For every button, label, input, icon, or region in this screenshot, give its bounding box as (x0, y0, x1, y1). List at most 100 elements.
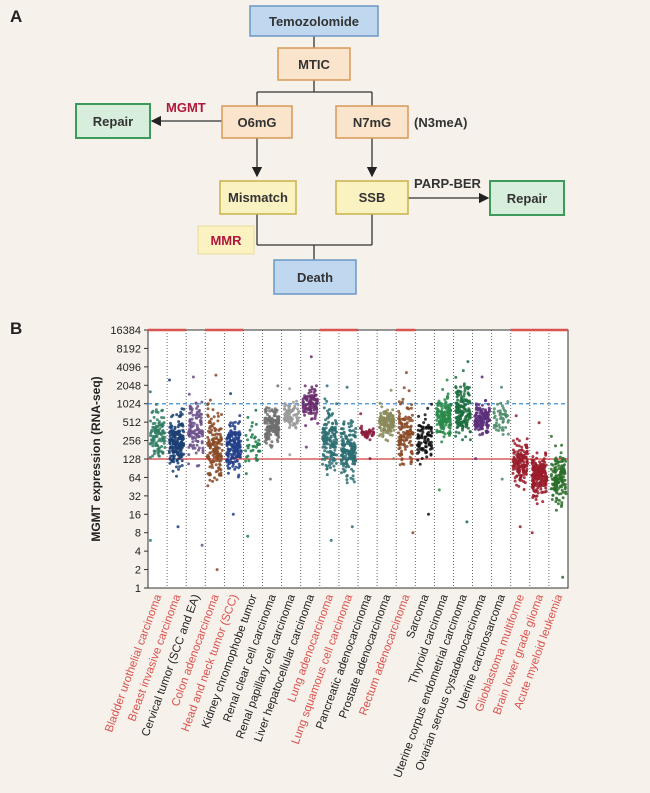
data-point (463, 389, 467, 393)
data-point (206, 455, 210, 459)
data-point (362, 431, 366, 435)
data-point (515, 474, 519, 478)
data-point (167, 449, 171, 453)
data-point (179, 451, 183, 455)
data-point (459, 385, 463, 389)
data-point (523, 456, 527, 460)
data-point (555, 486, 559, 490)
data-point (316, 421, 320, 425)
data-point (215, 446, 219, 450)
node-mmr: MMR (197, 225, 255, 255)
data-point (530, 531, 534, 535)
data-point (217, 473, 221, 477)
data-point (519, 464, 523, 468)
data-point (218, 438, 222, 442)
y-tick-label: 8 (135, 528, 141, 540)
mgmt-label: MGMT (166, 100, 206, 115)
data-point (387, 427, 391, 431)
data-point (155, 418, 159, 422)
data-point (501, 416, 505, 420)
data-point (430, 431, 434, 435)
data-point (151, 409, 155, 413)
data-point (168, 441, 172, 444)
data-point (323, 397, 327, 401)
data-point (154, 444, 158, 448)
data-point (359, 412, 363, 416)
data-point (154, 441, 158, 445)
data-point (226, 459, 230, 463)
data-point (334, 437, 338, 441)
data-point (435, 418, 439, 422)
data-point (475, 417, 479, 421)
data-point (402, 386, 406, 390)
data-point (429, 429, 433, 432)
data-point (519, 474, 523, 478)
data-point (426, 406, 430, 410)
data-point (217, 459, 221, 463)
data-point (182, 430, 186, 434)
data-point (245, 455, 249, 459)
data-point (160, 416, 164, 419)
data-point (492, 426, 496, 430)
data-point (345, 385, 349, 389)
data-point (406, 430, 410, 434)
node-temozolomide: Temozolomide (249, 5, 379, 37)
data-point (304, 403, 308, 407)
data-point (477, 414, 481, 418)
data-point (149, 419, 152, 423)
data-point (351, 453, 355, 457)
data-point (189, 443, 192, 447)
data-point (208, 426, 212, 430)
data-point (229, 439, 233, 443)
data-point (162, 421, 166, 425)
data-point (226, 471, 230, 475)
data-point (537, 484, 541, 488)
data-point (512, 462, 516, 466)
data-point (327, 412, 331, 416)
data-point (331, 412, 335, 416)
data-point (212, 415, 216, 419)
data-point (292, 422, 296, 425)
data-point (187, 392, 191, 396)
data-point (334, 422, 338, 426)
data-point (447, 423, 451, 427)
data-point (345, 481, 349, 485)
data-point (265, 433, 268, 437)
data-point (210, 443, 214, 447)
data-point (397, 400, 401, 404)
data-point (541, 467, 545, 471)
data-point (466, 402, 470, 405)
data-point (301, 399, 305, 403)
data-point (148, 538, 152, 542)
data-point (468, 416, 471, 420)
data-point (442, 414, 446, 418)
data-point (410, 460, 414, 463)
y-tick-label: 16384 (110, 325, 141, 337)
data-point (176, 461, 180, 465)
data-point (216, 469, 219, 473)
data-point (424, 426, 428, 430)
data-point (208, 451, 212, 455)
data-point (405, 421, 409, 425)
data-point (253, 435, 257, 439)
data-point (215, 436, 219, 440)
data-point (345, 435, 349, 439)
data-point (411, 531, 415, 535)
data-point (437, 421, 441, 425)
data-point (557, 467, 561, 471)
data-point (459, 404, 463, 408)
data-point (321, 462, 324, 466)
data-point (244, 449, 248, 453)
data-point (464, 415, 468, 419)
data-point (216, 441, 220, 445)
data-point (309, 417, 313, 421)
data-point (419, 441, 423, 445)
data-point (266, 436, 270, 440)
data-point (342, 422, 346, 426)
data-point (350, 525, 354, 529)
data-point (340, 427, 344, 431)
data-point (315, 401, 318, 404)
data-point (466, 413, 470, 416)
data-point (322, 406, 326, 410)
data-point (239, 439, 243, 443)
